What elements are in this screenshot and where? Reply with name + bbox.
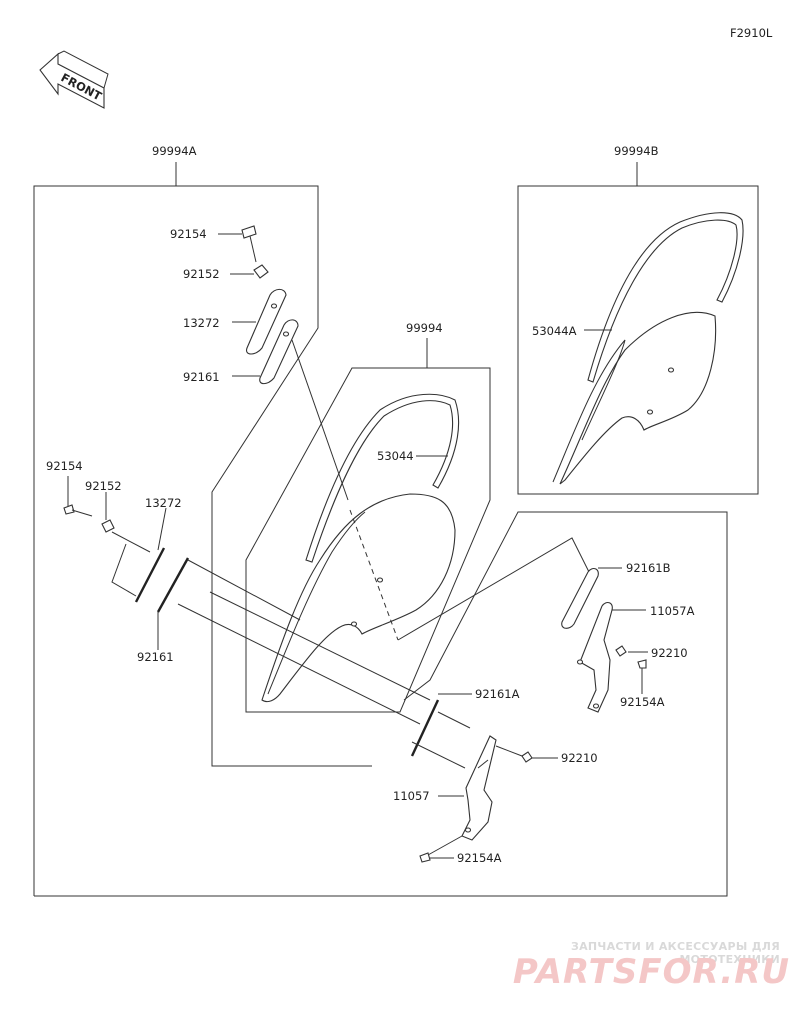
rail-upper bbox=[209, 591, 431, 701]
gasket-92161-top bbox=[259, 319, 299, 385]
bolt-92154a-right bbox=[637, 659, 647, 669]
callout-92161-left: 92161 bbox=[137, 650, 174, 664]
trim-strip-b bbox=[587, 212, 744, 383]
callout-13272-left: 13272 bbox=[145, 496, 182, 510]
gasket-92161a bbox=[410, 699, 440, 757]
nut-92210-lower bbox=[495, 745, 533, 763]
figure-code: F2910L bbox=[730, 26, 773, 40]
callout-11057a: 11057A bbox=[650, 604, 695, 618]
callout-53044: 53044 bbox=[377, 449, 414, 463]
callout-92161b: 92161B bbox=[626, 561, 671, 575]
kit-label-99994b: 99994B bbox=[614, 144, 659, 158]
bolt-92154-top bbox=[241, 225, 257, 263]
callout-leaders bbox=[67, 233, 648, 859]
bracket-11057a bbox=[576, 601, 613, 713]
callout-92154-left: 92154 bbox=[46, 459, 83, 473]
leader-right bbox=[397, 537, 591, 641]
callout-92154-top: 92154 bbox=[170, 227, 207, 241]
spacer-13272-top bbox=[245, 288, 287, 355]
rail-lower bbox=[177, 603, 421, 725]
gasket-13272-left bbox=[134, 547, 166, 603]
gasket-92161b bbox=[561, 567, 599, 629]
callout-92154a-lower: 92154A bbox=[457, 851, 502, 865]
gasket-92161-left bbox=[156, 557, 190, 613]
callout-92152-left: 92152 bbox=[85, 479, 122, 493]
callout-92154a-right: 92154A bbox=[620, 695, 665, 709]
kit-99994a-group: 99994A bbox=[33, 144, 728, 897]
callout-92210-lower: 92210 bbox=[561, 751, 598, 765]
watermark-logo: PARTSFOR.RU bbox=[512, 952, 790, 992]
callout-53044a: 53044A bbox=[532, 324, 577, 338]
windshield-main bbox=[261, 493, 456, 703]
mount-rail-right bbox=[411, 711, 471, 769]
kit-label-99994a: 99994A bbox=[152, 144, 197, 158]
nut-92152-top bbox=[253, 264, 269, 279]
kit-99994b-group: 99994B bbox=[517, 144, 759, 495]
front-arrow-icon: FRONT bbox=[39, 50, 109, 109]
bolt-92154-left bbox=[63, 504, 93, 517]
bracket-11057 bbox=[461, 735, 497, 841]
trim-strip-53044 bbox=[305, 393, 460, 563]
nut-92152-left bbox=[101, 519, 115, 533]
callout-92210-right: 92210 bbox=[651, 646, 688, 660]
leader-top-bracket bbox=[291, 339, 349, 501]
kit-99994-group: 99994 bbox=[245, 321, 491, 713]
bolt-92154a-lower bbox=[419, 835, 463, 863]
mount-rail-frame bbox=[111, 543, 137, 597]
callout-92161-top: 92161 bbox=[183, 370, 220, 384]
callout-13272-top: 13272 bbox=[183, 316, 220, 330]
windshield-53044a bbox=[552, 311, 717, 485]
callout-11057: 11057 bbox=[393, 789, 430, 803]
nut-92210-right bbox=[615, 645, 627, 657]
callout-92161a: 92161A bbox=[475, 687, 520, 701]
kit-label-99994: 99994 bbox=[406, 321, 443, 335]
watermark-tagline: ЗАПЧАСТИ И АКСЕССУАРЫ ДЛЯ МОТОТЕХНИКИ bbox=[570, 940, 780, 966]
mount-rail-left bbox=[111, 531, 301, 621]
callout-92152-top: 92152 bbox=[183, 267, 220, 281]
